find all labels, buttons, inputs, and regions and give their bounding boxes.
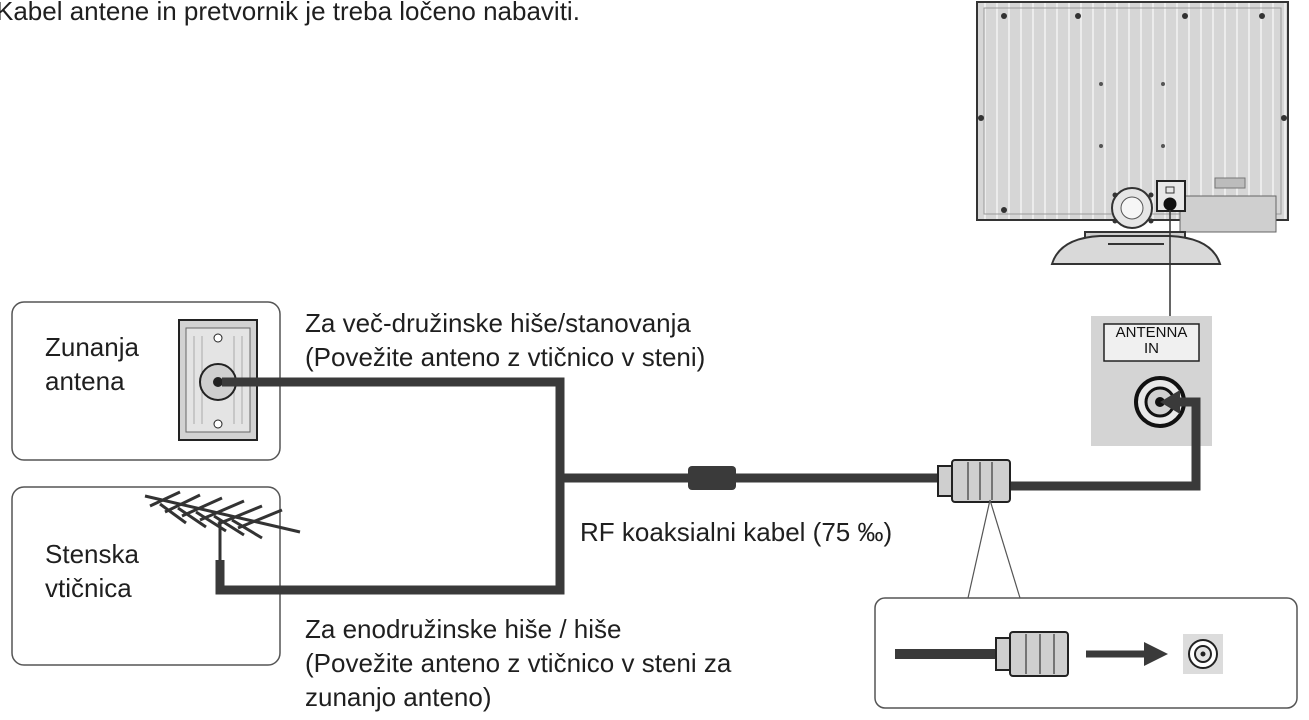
single-family-caption-line3: zunanjo anteno) [305,682,492,712]
tv-back-illustration [976,1,1289,265]
multi-family-caption-line2: (Povežite anteno z vtičnico v steni) [305,342,706,372]
cable-label: RF koaksialni kabel (75 ‰) [580,517,893,547]
ferrite-core [688,466,736,490]
rooftop-antenna-icon [144,490,301,580]
outdoor-antenna-label-line2: antena [45,366,125,396]
rf-plug-icon [937,459,1011,503]
antenna-port-label-line2: IN [1144,340,1159,357]
plug-detail-illustration [895,631,1223,677]
callout-line-right [989,499,1021,599]
note-text: Kabel antene in pretvornik je treba loče… [0,0,580,26]
callout-line-left [967,499,991,599]
wall-outlet-box [11,486,281,666]
antenna-port-label-line1: ANTENNA [1115,324,1188,341]
port-arrow-icon [1160,390,1180,414]
outdoor-antenna-label-line1: Zunanja [45,332,139,362]
antenna-port-label: ANTENNA IN [1104,325,1199,357]
coax-cables [215,377,1201,595]
wall-outlet-label-line2: vtičnica [45,573,132,603]
single-family-caption-line1: Za enodružinske hiše / hiše [305,614,622,644]
multi-family-caption-line1: Za več-družinske hiše/stanovanja [305,308,691,338]
single-family-caption-line2: (Povežite anteno z vtičnico v steni za [305,648,732,678]
wall-outlet-label-line1: Stenska [45,539,139,569]
